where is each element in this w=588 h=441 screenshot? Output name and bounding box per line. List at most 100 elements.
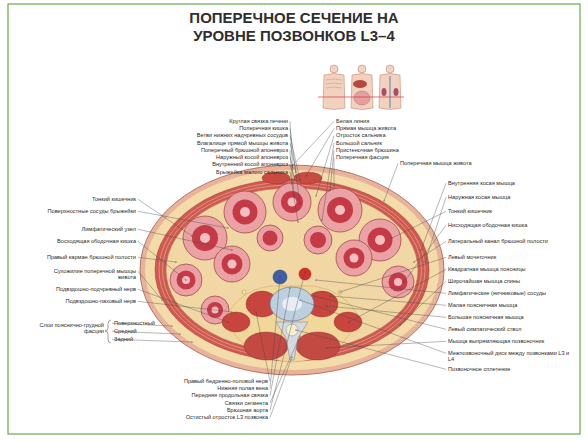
leader-dot: [171, 325, 172, 326]
leader-line: [326, 341, 446, 348]
leader-dot: [333, 185, 334, 186]
leader-dot: [383, 200, 384, 201]
leader-dot: [231, 311, 232, 312]
leader-dot: [179, 333, 180, 334]
leader-dot: [315, 195, 316, 196]
anatomy-label: Связки сегмента: [225, 400, 268, 406]
leader-dot: [399, 324, 400, 325]
anatomy-label: Правый карман брюшной полости: [47, 254, 136, 260]
anatomy-label: Малая поясничная мышца: [448, 302, 517, 308]
thumb-ribs: [326, 79, 342, 88]
anatomy-label: Поверхностные сосуды брыжейки: [48, 208, 136, 214]
anatomy-label: Средний: [114, 328, 137, 334]
leader-line: [270, 277, 280, 389]
intestine-loop: [336, 240, 372, 276]
leader-dot: [289, 287, 290, 288]
intestine-lumen: [327, 197, 353, 223]
leader-dot: [161, 299, 162, 300]
anatomy-label: Поперечная мышца живота: [400, 160, 472, 166]
leader-dot: [329, 295, 330, 296]
anatomy-label: Тонкий кишечник: [92, 196, 136, 202]
leader-dot: [420, 249, 421, 250]
intestine-lumen: [228, 260, 237, 269]
poster-title: ПОПЕРЕЧНОЕ СЕЧЕНИЕ НА УРОВНЕ ПОЗВОНКОВ L…: [144, 9, 444, 45]
intestine-lumen: [222, 254, 243, 275]
spinal-canal: [286, 324, 298, 336]
anatomy-label: Подвздошно-паховый нерв: [66, 298, 137, 304]
leader-line: [314, 296, 446, 329]
intestine-lumen: [182, 276, 190, 284]
leader-line: [296, 330, 446, 369]
leader-dot: [305, 175, 306, 176]
quadratus-muscle: [334, 312, 362, 332]
ureter: [242, 290, 246, 294]
rectus-muscle: [294, 172, 322, 184]
disc-nucleus: [282, 297, 302, 311]
leader-line: [138, 257, 176, 262]
leader-line: [290, 129, 300, 204]
thumb-torso: [351, 74, 373, 110]
leader-line: [290, 172, 298, 222]
intestine-lumen: [350, 254, 359, 263]
leader-dot: [321, 219, 322, 220]
abdominal-wall-muscle: [155, 179, 429, 361]
anatomy-label: Наружный косой апоневроз: [216, 154, 288, 160]
thumb-kidney: [382, 88, 387, 96]
leader-line: [404, 225, 446, 282]
leader-dot: [255, 311, 256, 312]
leader-dot: [293, 195, 294, 196]
subcutaneous-fat: [145, 170, 439, 370]
poster-frame: [8, 4, 580, 434]
erector-spinae: [244, 332, 288, 360]
leader-dot: [295, 329, 296, 330]
leader-dot: [293, 175, 294, 176]
leader-line: [138, 211, 228, 228]
anatomy-label: Поверхностный: [114, 320, 155, 326]
anatomy-label: Большой сальник: [336, 140, 382, 146]
leader-dot: [291, 165, 292, 166]
leader-line: [384, 163, 398, 201]
intestine-lumen: [375, 235, 385, 245]
intestine-lumen: [344, 248, 365, 269]
intestine-lumen: [335, 205, 345, 215]
anatomy-label: Поперечная кишка: [239, 125, 288, 131]
leader-dot: [299, 179, 300, 180]
muscle-layer-line: [159, 182, 425, 358]
title-band: ПОПЕРЕЧНОЕ СЕЧЕНИЕ НА УРОВНЕ ПОЗВОНКОВ L…: [0, 9, 588, 45]
leader-dot: [227, 227, 228, 228]
anatomy-label: Левый симпатический ствол: [448, 326, 522, 332]
anatomy-label: Передняя продольная связка: [191, 392, 268, 398]
intestine-lumen: [394, 278, 402, 286]
leader-line: [400, 281, 446, 325]
leader-line: [300, 300, 446, 353]
intestine-loop: [257, 225, 283, 251]
intestine-loop: [214, 246, 250, 282]
intestine-loop: [304, 226, 332, 254]
anatomy-label: Круглая связка печени: [229, 118, 288, 124]
intestine-lumen: [177, 271, 196, 290]
anatomy-label: Остистый отросток L3 позвонка: [186, 414, 268, 420]
leader-dot: [295, 171, 296, 172]
leader-line: [316, 280, 446, 293]
thumb-torso: [323, 74, 345, 110]
anatomy-label: Внутренний косой апоневроз: [212, 161, 288, 167]
intestine-lumen: [200, 233, 210, 243]
leader-line: [330, 150, 334, 190]
leader-dot: [424, 261, 425, 262]
thumb-spine: [389, 76, 391, 108]
leader-dot: [175, 261, 176, 262]
leader-line: [392, 211, 446, 238]
anatomy-label: Квадратная мышца поясницы: [448, 266, 526, 272]
anatomy-label: Тонкий кишечник: [448, 208, 492, 214]
leader-dot: [391, 237, 392, 238]
leader-dot: [413, 261, 414, 262]
leader-dot: [191, 235, 192, 236]
bracket: [105, 320, 111, 343]
leader-dot: [329, 189, 330, 190]
abdominal-cavity: [166, 188, 418, 352]
anatomy-label: Левый мочеточник: [448, 254, 496, 260]
leader-line: [270, 357, 292, 417]
anatomy-label: Влагалище прямой мышцы живота: [197, 140, 288, 146]
aorta: [299, 268, 311, 280]
